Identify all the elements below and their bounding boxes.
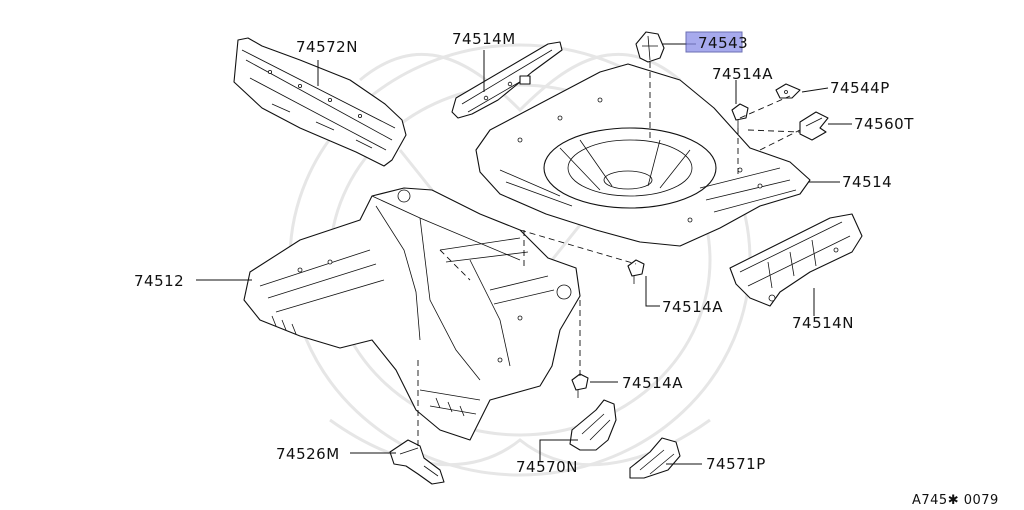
part-74514N-member[interactable] <box>729 213 863 307</box>
part-labels: 74572N 74514M 74543 74514A 74544P 74560T… <box>134 30 999 508</box>
label-74514A-low[interactable]: 74514A <box>622 374 683 392</box>
part-74514-rear-floor[interactable] <box>475 63 811 247</box>
label-74544P[interactable]: 74544P <box>830 79 890 97</box>
label-74514N[interactable]: 74514N <box>792 314 854 332</box>
label-74526M[interactable]: 74526M <box>276 445 340 463</box>
label-74514M[interactable]: 74514M <box>452 30 516 48</box>
label-74514A-mid[interactable]: 74514A <box>662 298 723 316</box>
label-74514A-top[interactable]: 74514A <box>712 65 773 83</box>
part-74514M-member[interactable] <box>451 41 563 119</box>
label-74543[interactable]: 74543 <box>698 34 748 52</box>
part-74570N-bracket[interactable] <box>569 399 617 451</box>
part-74514A-clip-low[interactable] <box>571 373 589 398</box>
part-74543-bracket[interactable] <box>635 31 665 63</box>
assembly-dashed-lines <box>417 62 801 450</box>
label-74570N[interactable]: 74570N <box>516 458 578 476</box>
label-74572N[interactable]: 74572N <box>296 38 358 56</box>
part-74544P-clip[interactable] <box>775 83 801 99</box>
part-74514A-clip-mid[interactable] <box>627 259 645 284</box>
label-74514[interactable]: 74514 <box>842 173 892 191</box>
label-74512[interactable]: 74512 <box>134 272 184 290</box>
label-74571P[interactable]: 74571P <box>706 455 766 473</box>
highlight-box-74543 <box>685 31 743 53</box>
part-74526M-bracket[interactable] <box>389 439 445 485</box>
part-74512-front-floor[interactable] <box>243 187 581 441</box>
part-74571P-bracket[interactable] <box>629 437 681 479</box>
label-74560T[interactable]: 74560T <box>854 115 914 133</box>
part-74572N-panel[interactable] <box>233 37 407 167</box>
part-74560T-bracket[interactable] <box>799 111 829 141</box>
figure-code: A745✱ 0079 <box>912 493 999 508</box>
